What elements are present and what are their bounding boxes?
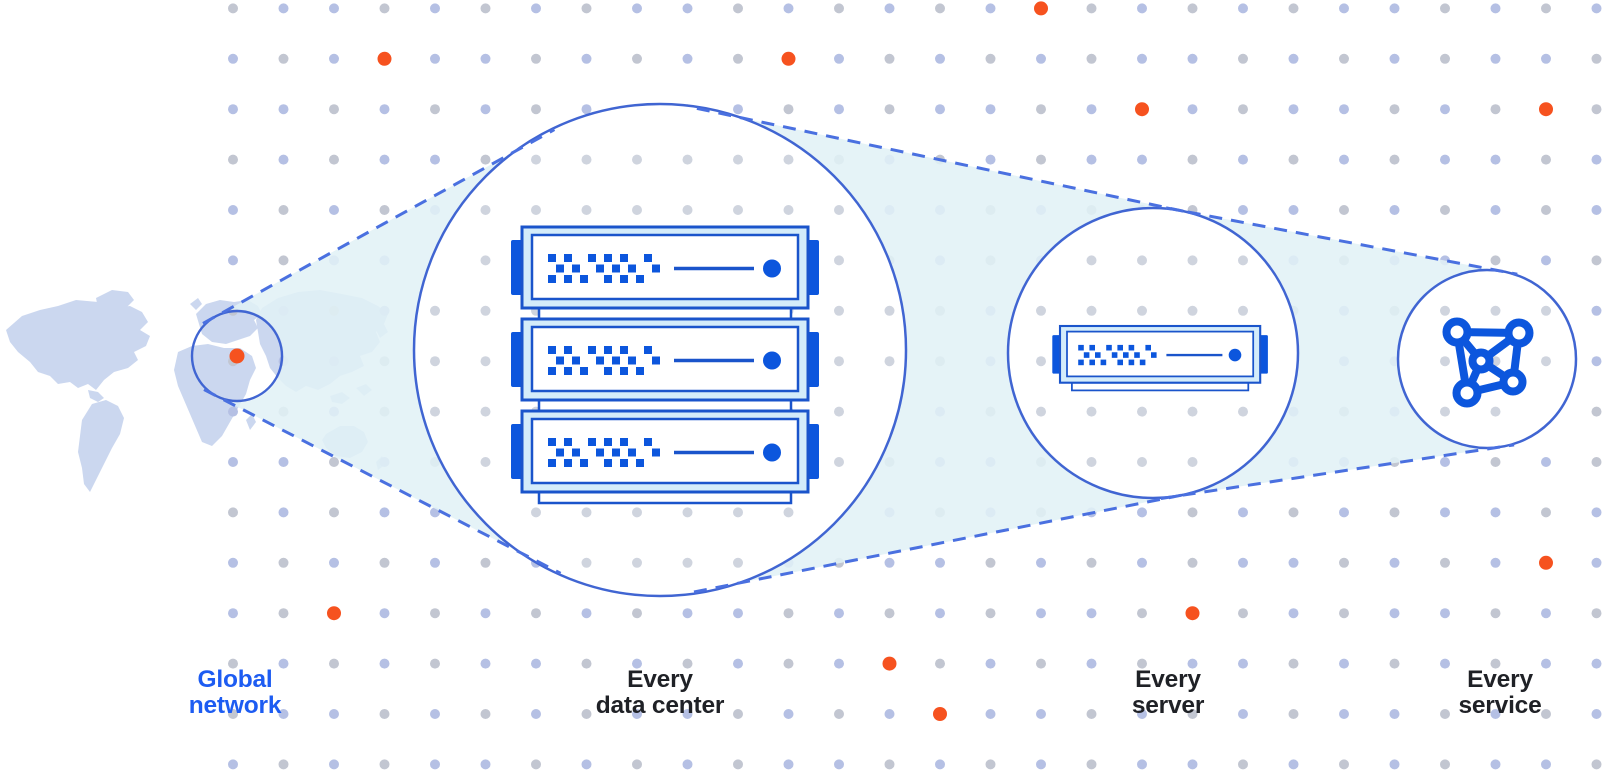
map-center-dot [229, 348, 245, 364]
server-led [763, 443, 781, 462]
dashed-connector [1160, 443, 1515, 500]
server-base [537, 490, 793, 505]
mesh-node [1442, 317, 1472, 347]
orange-dot [781, 51, 796, 66]
dashed-connector [1165, 206, 1518, 276]
orange-dot [1539, 102, 1553, 117]
label-global-network: Global network [188, 666, 282, 719]
server-led [763, 259, 781, 278]
server-base [537, 398, 793, 413]
orange-dot [1135, 102, 1149, 117]
server-unit [511, 225, 819, 321]
mesh-node [1499, 368, 1527, 396]
orange-dot [327, 606, 341, 621]
label-every-data-center: Every data center [595, 666, 725, 719]
dashed-connector [693, 491, 1196, 594]
label-every-server: Every server [1131, 666, 1205, 719]
dashed-connector [203, 388, 562, 575]
server-rack-icon [511, 225, 819, 505]
mesh-node [1468, 348, 1494, 374]
server-base [1071, 381, 1250, 392]
globe-circle [190, 309, 284, 403]
dashed-connector [696, 106, 1198, 216]
label-every-service: Every service [1458, 666, 1542, 719]
server-unit [1052, 324, 1268, 392]
server-led [763, 351, 781, 370]
orange-dot [377, 51, 392, 66]
server-led [1228, 348, 1242, 362]
dashed-connectors [202, 106, 1518, 594]
orange-dot [933, 707, 947, 721]
server-base [537, 306, 793, 321]
server-unit [511, 317, 819, 413]
orange-dot [1539, 555, 1553, 570]
server-unit [511, 409, 819, 505]
orange-dot [882, 656, 897, 671]
dashed-connector [202, 128, 556, 325]
mesh-node [1452, 378, 1482, 408]
mesh-network-icon [1442, 317, 1534, 408]
server-icon [1052, 324, 1268, 392]
mesh-node [1504, 318, 1534, 348]
orange-dot [1034, 1, 1048, 16]
orange-dot [1185, 606, 1200, 621]
